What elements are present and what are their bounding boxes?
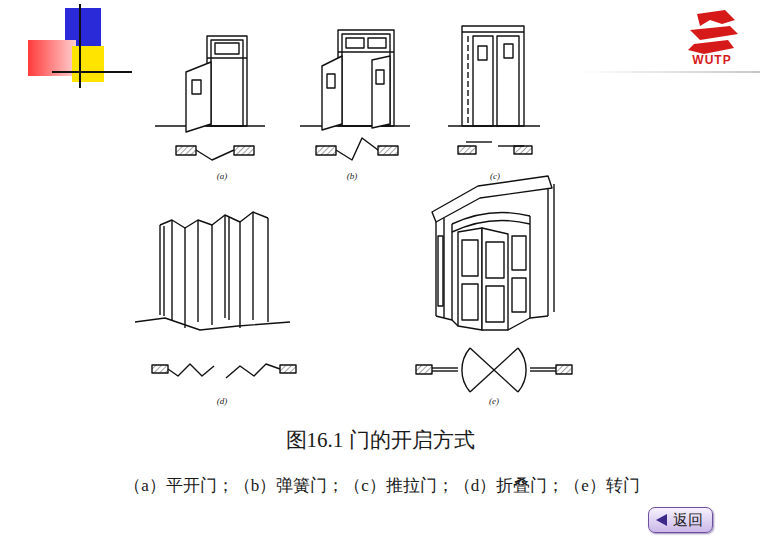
spring-door bbox=[300, 30, 410, 160]
back-arrow-icon bbox=[655, 513, 669, 527]
swing-door bbox=[155, 36, 265, 160]
sub-label: (c) bbox=[490, 171, 500, 181]
sub-label: (a) bbox=[217, 171, 228, 181]
header-rule bbox=[578, 71, 760, 73]
return-button: 返回 bbox=[648, 507, 713, 533]
figure-caption: 图16.1 门的开启方式 bbox=[286, 426, 475, 454]
logo-text: WUTP bbox=[692, 53, 731, 67]
revolving-door bbox=[416, 176, 572, 392]
button-label: 返回 bbox=[673, 511, 703, 528]
folding-door bbox=[135, 212, 296, 378]
sub-label: (e) bbox=[489, 396, 499, 406]
corner-decoration bbox=[28, 4, 132, 88]
sliding-door bbox=[448, 26, 540, 154]
sub-label: (d) bbox=[217, 396, 228, 406]
wutp-logo bbox=[688, 10, 738, 54]
caption-legend: （a）平开门；（b）弹簧门；（c）推拉门；（d）折叠门；（e）转门 bbox=[124, 474, 640, 497]
sub-label: (b) bbox=[347, 171, 358, 181]
